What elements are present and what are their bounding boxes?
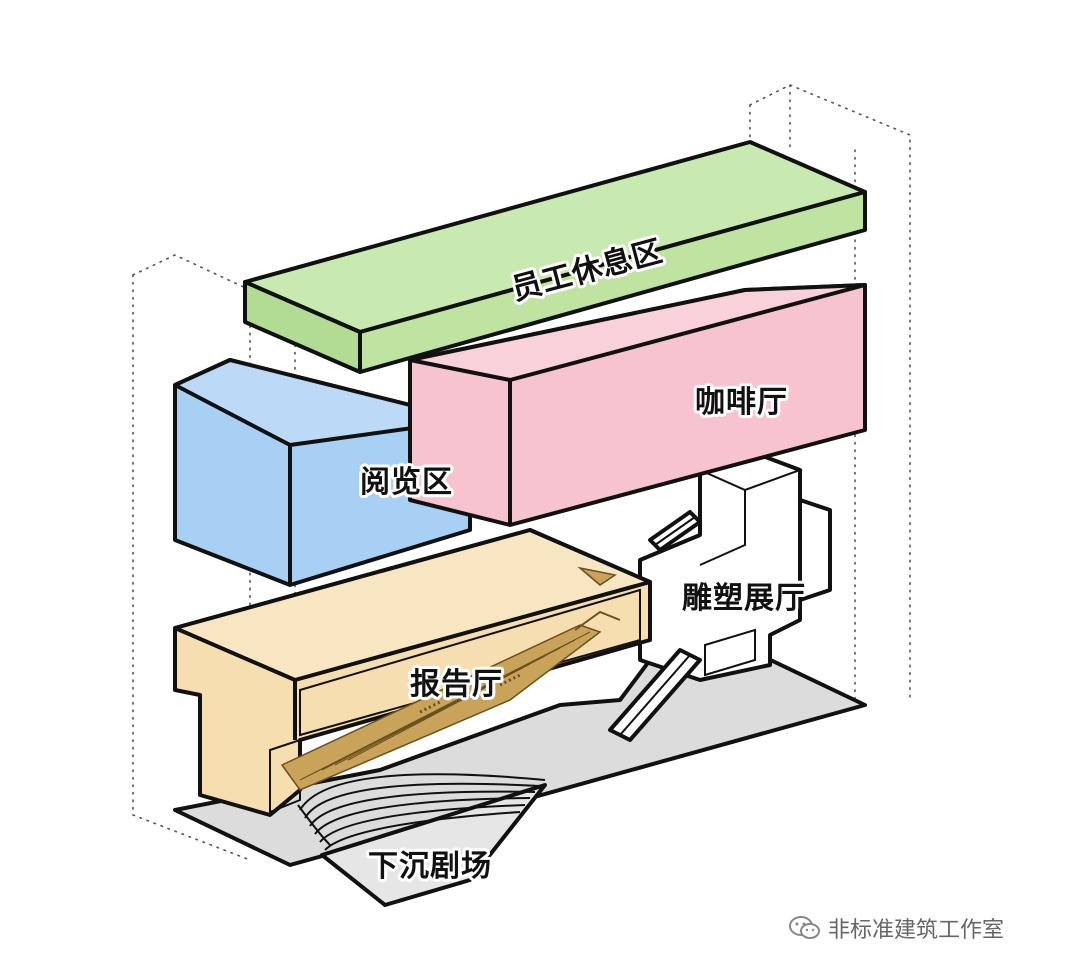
label-lecture-hall: 报告厅 <box>410 667 503 702</box>
label-cafe: 咖啡厅 <box>695 385 788 420</box>
lecture-hall-seating <box>280 566 621 791</box>
sculpture-hall-volume <box>608 453 832 742</box>
cafe-volume <box>408 283 867 527</box>
dotted-envelope <box>132 84 911 861</box>
label-reading-area: 阅览区 <box>360 465 453 500</box>
wechat-icon <box>789 916 820 939</box>
label-sunken-theater: 下沉剧场 <box>368 849 492 884</box>
staff-lounge-volume <box>243 140 867 374</box>
label-sculpture-hall: 雕塑展厅 <box>682 581 806 616</box>
lecture-hall-section-window <box>299 588 641 737</box>
theater-seating-arcs <box>297 773 546 851</box>
watermark: 非标准建筑工作室 <box>788 910 1058 946</box>
lecture-hall-volume <box>173 528 652 817</box>
reading-area-volume <box>173 358 472 587</box>
watermark-text: 非标准建筑工作室 <box>828 918 1005 943</box>
